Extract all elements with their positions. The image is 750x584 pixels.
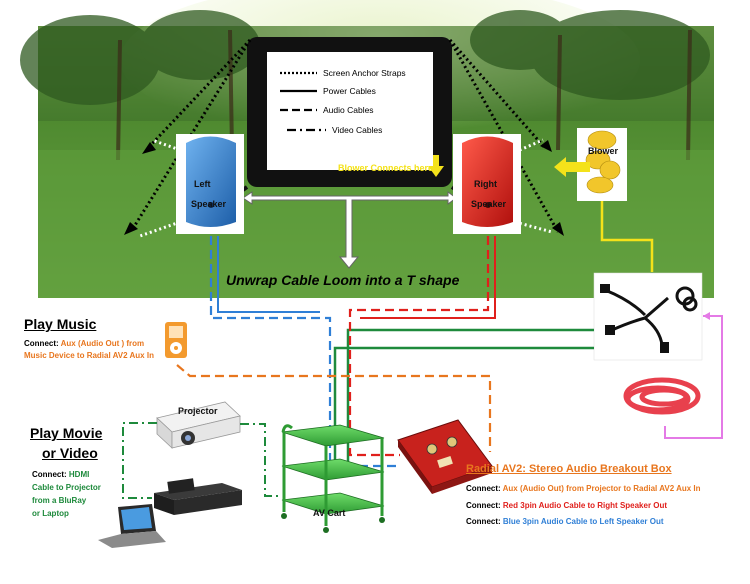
left-speaker-label-2: Speaker bbox=[191, 199, 227, 209]
arrow-down-icon bbox=[428, 155, 444, 177]
hdmi-video-cable bbox=[122, 422, 157, 499]
arrow-right-icon bbox=[554, 157, 590, 177]
breakout-row-2: Connect: Red 3pin Audio Cable to Right S… bbox=[466, 500, 667, 512]
right-speaker-icon bbox=[453, 134, 521, 234]
cable-loom bbox=[242, 191, 457, 269]
breakout-box-icon bbox=[397, 419, 493, 494]
movie-connect-prefix: Connect: bbox=[32, 470, 67, 479]
breakout-title: Radial AV2: Stereo Audio Breakout Box bbox=[466, 463, 672, 475]
extension-cord-icon bbox=[611, 368, 708, 424]
music-connect-text1: Aux (Audio Out ) from bbox=[60, 339, 145, 348]
play-movie-title-1: Play Movie bbox=[30, 425, 103, 441]
breakout-row-3: Connect: Blue 3pin Audio Cable to Left S… bbox=[466, 516, 664, 528]
music-connect-line1: Connect: Aux (Audio Out ) from bbox=[24, 338, 144, 350]
right-speaker-label-1: Right bbox=[474, 179, 497, 189]
cart-power-cable bbox=[346, 328, 594, 472]
breakout-row-2-prefix: Connect: bbox=[466, 501, 501, 510]
blower-power-cable bbox=[600, 201, 654, 272]
movie-connect-line1: Connect: HDMI bbox=[32, 469, 89, 481]
projector-label: Projector bbox=[178, 406, 218, 416]
left-audio-cable-solid bbox=[217, 236, 320, 313]
main-power-arrow bbox=[703, 312, 710, 320]
projector-to-cart-cable bbox=[240, 423, 280, 497]
legend-label-anchor-straps: Screen Anchor Straps bbox=[323, 68, 406, 78]
movie-connect-line4: or Laptop bbox=[32, 509, 69, 518]
loom-caption: Unwrap Cable Loom into a T shape bbox=[226, 272, 460, 288]
breakout-row-3-prefix: Connect: bbox=[466, 517, 501, 526]
movie-connect-line3: from a BluRay bbox=[32, 496, 87, 505]
legend-label-audio-cables: Audio Cables bbox=[323, 105, 374, 115]
legend-label-video-cables: Video Cables bbox=[332, 125, 383, 135]
main-power-cable bbox=[664, 315, 723, 439]
breakout-row-3-text: Blue 3pin Audio Cable to Left Speaker Ou… bbox=[502, 517, 664, 526]
breakout-row-1: Connect: Aux (Audio Out) from Projector … bbox=[466, 483, 701, 495]
music-player-icon bbox=[165, 322, 187, 358]
legend-samples bbox=[280, 71, 326, 132]
blower-label: Blower bbox=[588, 146, 619, 156]
power-splitter-icon bbox=[593, 272, 703, 361]
anchor-strap-heads bbox=[124, 140, 564, 236]
right-audio-cable-solid bbox=[360, 236, 496, 319]
legend-label-power-cables: Power Cables bbox=[323, 86, 376, 96]
right-audio-cable bbox=[348, 236, 490, 457]
left-speaker-label-1: Left bbox=[194, 179, 211, 189]
breakout-row-1-prefix: Connect: bbox=[466, 484, 501, 493]
av-cart-label: AV Cart bbox=[313, 508, 346, 518]
play-music-title: Play Music bbox=[24, 316, 97, 332]
music-connect-prefix: Connect: bbox=[24, 339, 59, 348]
av-cart-icon bbox=[281, 424, 385, 533]
breakout-row-2-text: Red 3pin Audio Cable to Right Speaker Ou… bbox=[502, 501, 668, 510]
bluray-player-icon bbox=[154, 478, 242, 515]
projector-icon bbox=[156, 401, 241, 449]
right-speaker-label-2: Speaker bbox=[471, 199, 507, 209]
movie-connect-text1: HDMI bbox=[68, 470, 90, 479]
blower-connect-note: Blower Connects here bbox=[338, 163, 434, 173]
left-speaker-icon bbox=[176, 134, 244, 234]
laptop-icon bbox=[98, 504, 166, 548]
play-movie-title-2: or Video bbox=[42, 445, 98, 461]
aux-audio-cable bbox=[176, 364, 492, 452]
music-connect-line2: Music Device to Radial AV2 Aux In bbox=[24, 351, 154, 360]
breakout-row-1-text: Aux (Audio Out) from Projector to Radial… bbox=[502, 484, 701, 493]
movie-connect-line2: Cable to Projector bbox=[32, 483, 101, 492]
